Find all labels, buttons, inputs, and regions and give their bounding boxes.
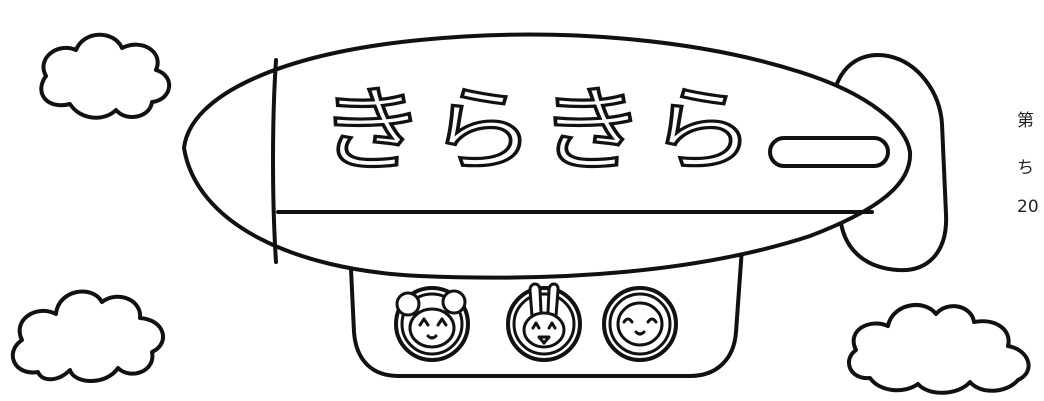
cloud-top-left-icon (39, 32, 172, 120)
mouse-left-ear-icon (395, 291, 421, 317)
airship-title: きらきら (318, 77, 758, 184)
porthole-mouse (394, 286, 470, 362)
rabbit-ears-icon (528, 282, 560, 318)
side-text-line-2: ち (1017, 158, 1034, 178)
side-text-line-1: 第 (1017, 111, 1034, 131)
mouse-right-ear-icon (441, 289, 467, 315)
side-text-line-3: 20 (1017, 197, 1039, 217)
airship-body (182, 32, 913, 280)
porthole-rabbit (506, 282, 582, 362)
title-extension-mark (768, 136, 890, 168)
porthole-bear (602, 286, 678, 362)
airship-front-line (271, 58, 278, 264)
cloud-bottom-right-icon (847, 303, 1031, 395)
cloud-bottom-left-icon (10, 289, 165, 383)
